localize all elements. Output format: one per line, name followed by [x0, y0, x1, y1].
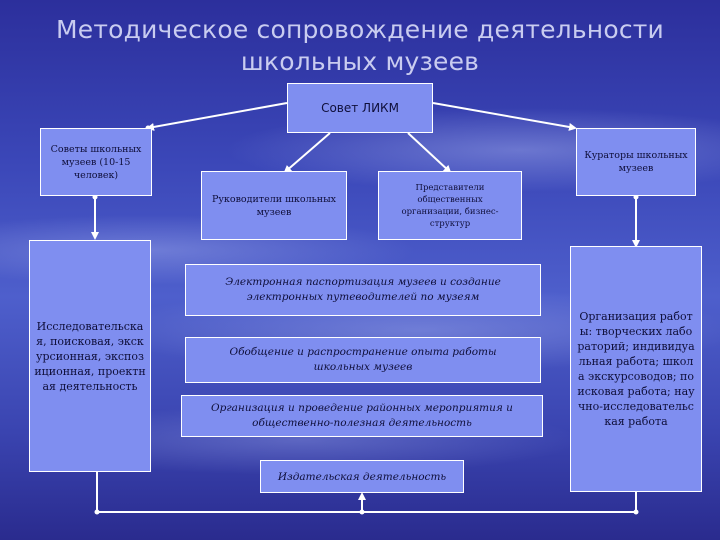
node-izdatelskaya: Издательская деятельность: [260, 460, 464, 493]
node-pasportizaciya: Электронная паспортизация музеев и созда…: [185, 264, 541, 316]
node-issledovatelskaya: Исследовательская, поисковая, экскурсион…: [29, 240, 151, 472]
node-obobschenie: Обобщение и распространение опыта работы…: [185, 337, 541, 383]
connector-sovet-to-kuratory: [432, 102, 577, 131]
node-sovety-muzeev: Советы школьных музеев (10-15 человек): [40, 128, 152, 196]
node-rukovoditeli: Руководители школьных музеев: [201, 171, 347, 240]
title-line-2: школьных музеев: [240, 47, 480, 76]
title-line-1: Методическое сопровождение деятельности: [55, 15, 664, 44]
connector-sovet-to-sovety: [146, 102, 288, 131]
connector-bottom-loop: [96, 440, 637, 513]
connector-sovet-to-predstaviteli: [407, 132, 452, 174]
node-kuratory: Кураторы школьных музеев: [576, 128, 696, 196]
node-predstaviteli: Представители общественных организации, …: [378, 171, 522, 240]
node-organizaciya-meropriyatiy: Организация и проведение районных меропр…: [181, 395, 543, 437]
slide-title: Методическое сопровождение деятельности …: [20, 14, 700, 78]
connector-sovet-to-rukovoditeli: [283, 132, 331, 174]
node-organizaciya-raboty: Организация работы: творческих лаборатор…: [570, 246, 702, 492]
node-sovet-likm: Совет ЛИКМ: [287, 83, 433, 133]
